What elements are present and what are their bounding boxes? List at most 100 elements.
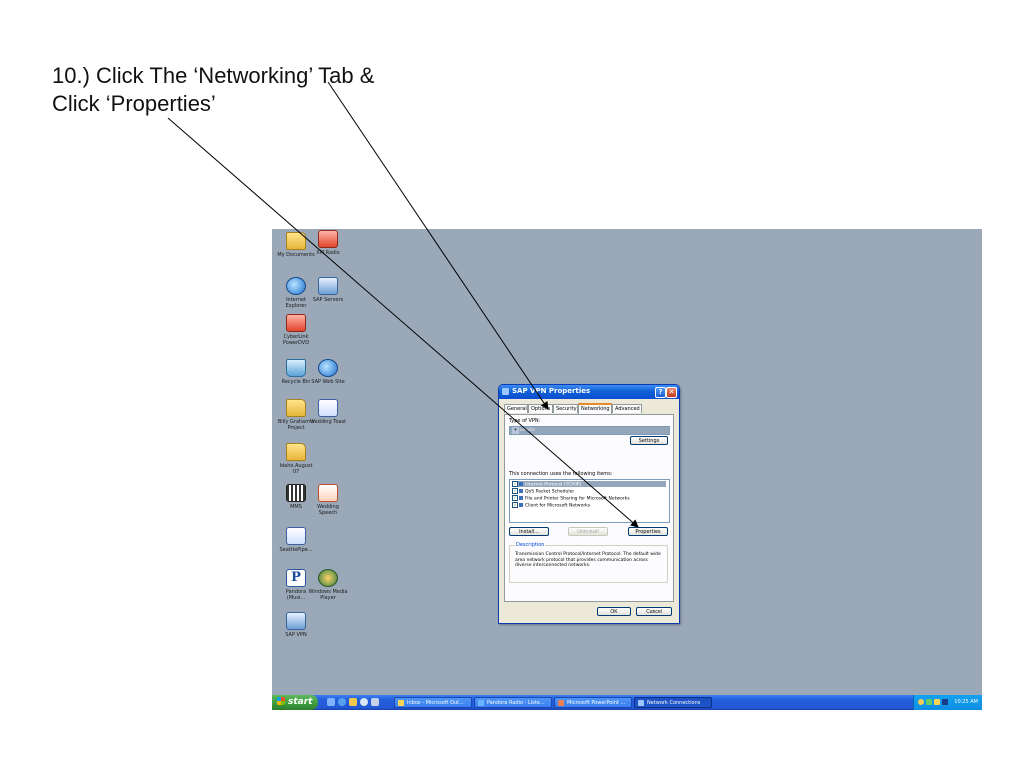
chevron-down-icon[interactable]: ▾	[512, 427, 519, 434]
tab-networking[interactable]: Networking	[578, 403, 612, 414]
desktop-icon-wedding-toast[interactable]: Wedding Toast	[308, 399, 348, 425]
cancel-button[interactable]: Cancel	[636, 607, 672, 616]
show-desktop-icon[interactable]	[327, 698, 335, 706]
desktop-icon-label: CyberLink PowerDVD	[282, 334, 310, 346]
desktop-icon-windows-media-player[interactable]: Windows Media Player	[308, 569, 348, 601]
start-button[interactable]: start	[272, 695, 318, 710]
desktop-icon-xm-radio[interactable]: XM Radio	[308, 230, 348, 256]
desktop-icon-label: SAP Servers	[312, 297, 344, 303]
pandora-icon: P	[286, 569, 306, 587]
tab-security[interactable]: Security	[553, 404, 578, 413]
tray-icon[interactable]	[926, 699, 932, 705]
checkbox-checked-icon[interactable]: ✓	[512, 481, 518, 487]
folder-document-icon	[286, 232, 306, 250]
network-service-icon	[519, 496, 523, 500]
desktop-icon-idaho-august[interactable]: Idaho August 07	[276, 443, 316, 475]
word-document-icon	[318, 399, 338, 417]
internet-explorer-icon	[286, 277, 306, 295]
internet-explorer-icon[interactable]	[338, 698, 346, 706]
system-tray: 10:25 AM	[913, 695, 982, 710]
checkbox-checked-icon[interactable]: ✓	[512, 488, 518, 494]
desktop-icon-pandora[interactable]: P Pandora (Musi...	[276, 569, 316, 601]
taskbar-item-pandora[interactable]: Pandora Radio - Liste...	[474, 697, 552, 708]
close-button[interactable]: ✕	[666, 387, 677, 398]
desktop: My Documents XM Radio Internet Explorer …	[272, 229, 982, 710]
taskbar-item-network-connections[interactable]: Network Connections	[634, 697, 712, 708]
instruction-text: 10.) Click The ‘Networking’ Tab & Click …	[52, 62, 374, 118]
desktop-icon-seattlepipe[interactable]: SeattlePipe...	[276, 527, 316, 553]
desktop-icon-powerdvd[interactable]: CyberLink PowerDVD	[276, 314, 316, 346]
outlook-icon	[398, 700, 404, 706]
media-player-icon	[318, 569, 338, 587]
items-label: This connection uses the following items…	[509, 471, 613, 477]
desktop-icon-sap-servers[interactable]: SAP Servers	[308, 277, 348, 303]
description-text: Transmission Control Protocol/Internet P…	[515, 552, 661, 568]
taskbar-item-label: Network Connections	[647, 700, 701, 706]
network-protocol-icon	[519, 482, 523, 486]
outlook-icon[interactable]	[349, 698, 357, 706]
dialog-titlebar[interactable]: SAP VPN Properties ? ✕	[499, 385, 679, 399]
type-of-vpn-label: Type of VPN:	[509, 418, 541, 424]
type-of-vpn-select[interactable]: Automatic ▾	[509, 426, 670, 435]
list-item-client-ms-networks[interactable]: ✓ Client for Microsoft Networks	[512, 502, 666, 509]
desktop-icon-sap-vpn[interactable]: SAP VPN	[276, 612, 316, 638]
list-item-qos[interactable]: ✓ QoS Packet Scheduler	[512, 488, 666, 495]
vpn-properties-dialog: SAP VPN Properties ? ✕ General Options S…	[498, 384, 680, 624]
network-shortcut-icon	[318, 277, 338, 295]
taskbar: start Inbox - Microsoft Out... Pandora R…	[272, 695, 982, 710]
desktop-icon-label: XM Radio	[316, 250, 340, 256]
folder-icon	[286, 399, 306, 417]
powerdvd-icon	[286, 314, 306, 332]
help-button[interactable]: ?	[655, 387, 666, 398]
ok-button[interactable]: OK	[597, 607, 631, 616]
grid-app-icon	[286, 484, 306, 502]
network-service-icon	[519, 489, 523, 493]
taskbar-item-label: Microsoft PowerPoint ...	[567, 700, 626, 706]
tab-advanced[interactable]: Advanced	[612, 404, 642, 413]
list-item-tcpip[interactable]: ✓ Internet Protocol (TCP/IP)	[512, 481, 666, 488]
networking-panel: Type of VPN: Automatic ▾ Settings This c…	[504, 414, 674, 602]
network-client-icon	[519, 503, 523, 507]
desktop-icon-label: Windows Media Player	[308, 589, 348, 601]
tray-icon[interactable]	[918, 699, 924, 705]
properties-button[interactable]: Properties	[628, 527, 668, 536]
checkbox-checked-icon[interactable]: ✓	[512, 495, 518, 501]
taskbar-item-powerpoint[interactable]: Microsoft PowerPoint ...	[554, 697, 632, 708]
word-document-icon	[286, 527, 306, 545]
taskbar-item-label: Inbox - Microsoft Out...	[407, 700, 464, 706]
list-item-label: File and Printer Sharing for Microsoft N…	[525, 496, 630, 502]
settings-button[interactable]: Settings	[630, 436, 668, 445]
list-item-label: Client for Microsoft Networks	[525, 503, 591, 509]
list-item-label: QoS Packet Scheduler	[525, 489, 575, 495]
dialog-title: SAP VPN Properties	[512, 387, 591, 395]
tray-icon[interactable]	[942, 699, 948, 705]
desktop-icon-label: Pandora (Musi...	[285, 589, 307, 601]
desktop-icon-label: Idaho August 07	[279, 463, 313, 475]
install-button[interactable]: Install...	[509, 527, 549, 536]
taskbar-clock: 10:25 AM	[954, 699, 978, 705]
xm-radio-icon	[318, 230, 338, 248]
desktop-icon-wedding-speech[interactable]: Wedding Speech	[308, 484, 348, 516]
tab-general[interactable]: General	[504, 404, 528, 413]
desktop-icon-label: Wedding Toast	[309, 419, 347, 425]
network-connections-icon	[638, 700, 644, 706]
checkbox-checked-icon[interactable]: ✓	[512, 502, 518, 508]
taskbar-item-label: Pandora Radio - Liste...	[487, 700, 545, 706]
desktop-icon-sap-web-site[interactable]: SAP Web Site	[308, 359, 348, 385]
connection-icon	[502, 388, 509, 395]
instruction-line-1: 10.) Click The ‘Networking’ Tab &	[52, 63, 375, 88]
quick-launch-icon[interactable]	[371, 698, 379, 706]
folder-icon	[286, 443, 306, 461]
list-item-file-printer-sharing[interactable]: ✓ File and Printer Sharing for Microsoft …	[512, 495, 666, 502]
desktop-icon-label: SAP VPN	[285, 632, 307, 638]
tray-icon[interactable]	[934, 699, 940, 705]
desktop-icon-label: SeattlePipe...	[279, 547, 313, 553]
list-item-label: Internet Protocol (TCP/IP)	[525, 482, 582, 488]
media-player-icon[interactable]	[360, 698, 368, 706]
uninstall-button: Uninstall	[568, 527, 608, 536]
tab-options[interactable]: Options	[528, 404, 553, 413]
desktop-icon-label: Wedding Speech	[317, 504, 339, 516]
taskbar-item-outlook[interactable]: Inbox - Microsoft Out...	[394, 697, 472, 708]
components-list[interactable]: ✓ Internet Protocol (TCP/IP) ✓ QoS Packet …	[509, 479, 670, 523]
web-shortcut-icon	[318, 359, 338, 377]
